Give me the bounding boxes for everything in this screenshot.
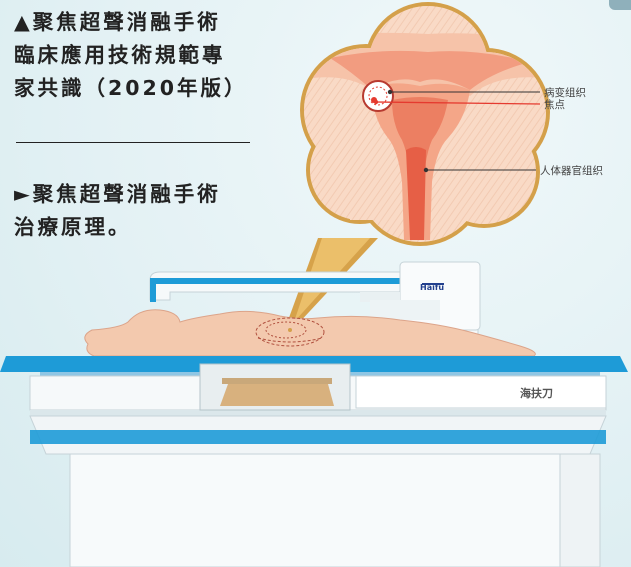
label-tissue: 人体器官组织 — [540, 164, 603, 177]
device-logo: Haifu — [420, 283, 444, 292]
device-brand: 海扶刀 — [520, 386, 553, 400]
magnified-view — [290, 0, 560, 260]
label-focus: 焦点 — [544, 98, 565, 111]
label-lesion: 病变组织 — [544, 86, 586, 99]
treatment-table: 海扶刀 — [0, 356, 628, 567]
